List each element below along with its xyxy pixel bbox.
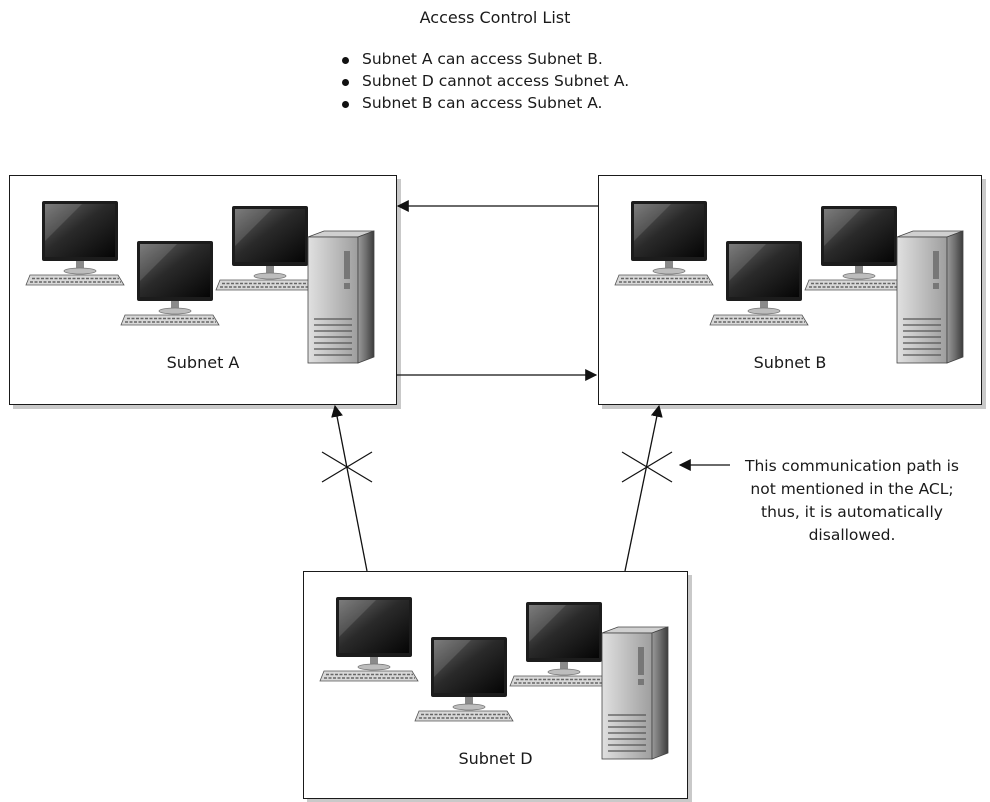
acl-rule: Subnet A can access Subnet B. [338,48,629,70]
note-line: This communication path is [745,457,959,475]
acl-rule: Subnet D cannot access Subnet A. [338,70,629,92]
subnet-d-box: Subnet D [303,571,688,799]
diagram-title: Access Control List [419,8,571,27]
subnet-b-label: Subnet B [753,353,827,372]
note-line: not mentioned in the ACL; [750,480,954,498]
arrow-d-to-a [331,404,368,572]
blocked-cross-d-b [621,451,673,483]
note-line: disallowed. [808,526,896,544]
subnet-d-label: Subnet D [458,749,533,768]
subnet-b-box: Subnet B [598,175,982,405]
subnet-a-label: Subnet A [166,353,240,372]
acl-rule: Subnet B can access Subnet A. [338,92,629,114]
note-text: This communication path is not mentioned… [732,455,972,547]
acl-rule-list: Subnet A can access Subnet B. Subnet D c… [338,48,629,114]
note-line: thus, it is automatically [761,503,943,521]
arrow-d-to-b [624,404,663,572]
blocked-cross-d-a [321,451,373,483]
subnet-a-box: Subnet A [9,175,397,405]
